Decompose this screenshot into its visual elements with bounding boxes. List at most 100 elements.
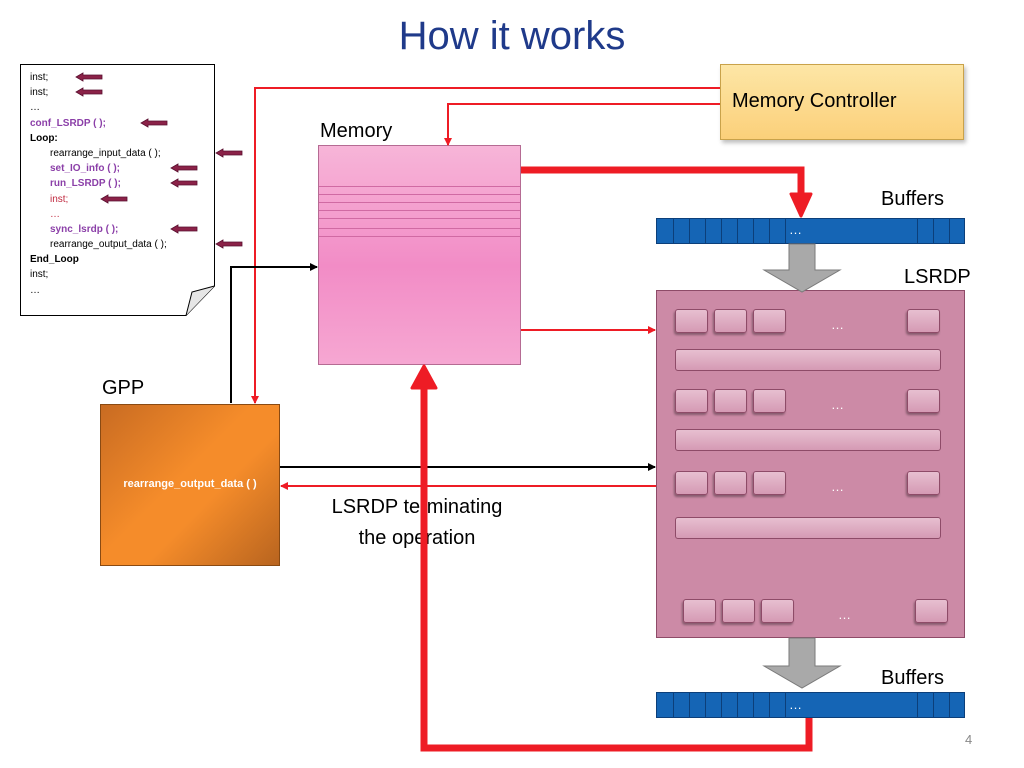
lsrdp-bar: [675, 349, 941, 371]
buffers-bottom-label: Buffers: [881, 667, 944, 689]
buffer-cell: [689, 219, 690, 243]
buffers-bottom-dots: …: [789, 697, 802, 712]
code-pointer-arrow-icon: [75, 87, 103, 97]
buffers-top-label: Buffers: [881, 188, 944, 210]
gpp-label: GPP: [102, 377, 145, 399]
buffer-cell: [721, 219, 722, 243]
code-pointer-arrow-icon: [170, 163, 198, 173]
buffer-cell: [673, 693, 674, 717]
buffer-cell: [769, 219, 770, 243]
code-pointer-arrow-icon: [100, 193, 128, 204]
buffer-cell: [705, 219, 706, 243]
buffer-cell: [933, 693, 934, 717]
memory-label: Memory: [320, 120, 393, 142]
buffer-cell: [949, 219, 950, 243]
lsrdp-cell: [714, 309, 747, 333]
lsrdp-cell: [753, 309, 786, 333]
terminating-label: LSRDP terminating the operation: [312, 492, 522, 554]
code-line: …: [30, 284, 40, 296]
code-pointer-arrow-icon: [170, 178, 198, 189]
mc-to-gpp-line: [251, 87, 720, 404]
lsrdp-cell: [753, 389, 786, 413]
code-pointer-arrow-icon: [215, 148, 243, 158]
lsrdp-cell: [907, 471, 940, 495]
code-line: inst;: [30, 87, 49, 99]
code-line: rearrange_input_data ( );: [50, 147, 161, 159]
buffer-cell: [753, 693, 754, 717]
buffer-cell: [737, 693, 738, 717]
buffer-cell: [785, 693, 786, 717]
code-pointer-arrow-icon: [215, 239, 243, 249]
lsrdp-cell: [714, 471, 747, 495]
buffers-to-memory-thick: [420, 388, 813, 752]
gpp-block: [100, 404, 280, 566]
buffer-cell: [721, 693, 722, 717]
code-line: conf_LSRDP ( );: [30, 117, 106, 129]
lsrdp-cell: [722, 599, 755, 623]
buffer-cell: [917, 219, 918, 243]
lsrdp-row-dots: …: [838, 607, 851, 622]
lsrdp-cell: [675, 471, 708, 495]
buffer-cell: [769, 693, 770, 717]
memory-controller-block: [720, 64, 964, 140]
buffer-cell: [933, 219, 934, 243]
lsrdp-label: LSRDP: [904, 266, 971, 288]
memory-block: [318, 145, 521, 365]
lsrdp-row-dots: …: [831, 317, 844, 332]
code-document-icon: [20, 64, 215, 316]
code-line: inst;: [30, 269, 49, 281]
page-number: 4: [965, 732, 973, 747]
lsrdp-row-dots: …: [831, 479, 844, 494]
code-line: End_Loop: [30, 254, 79, 266]
code-line: rearrange_output_data ( );: [50, 239, 167, 251]
memory-to-buffers-head: [789, 192, 813, 218]
buffer-cell: [689, 693, 690, 717]
lsrdp-cell: [683, 599, 716, 623]
code-pointer-arrow-icon: [140, 117, 168, 128]
lsrdp-cell: [761, 599, 794, 623]
buffer-cell: [785, 219, 786, 243]
lsrdp-to-buffers-arrow: [762, 637, 842, 689]
lsrdp-block: … … … …: [656, 290, 965, 638]
lsrdp-cell: [714, 389, 747, 413]
lsrdp-row-dots: …: [831, 397, 844, 412]
gpp-function-label: rearrange_output_data ( ): [123, 478, 257, 490]
code-line: inst;: [50, 193, 69, 205]
buffers-bottom-bar: [656, 692, 965, 718]
code-line: …: [50, 208, 60, 220]
buffers-to-memory-head: [410, 364, 438, 390]
code-line: …: [30, 102, 40, 114]
lsrdp-cell: [675, 309, 708, 333]
buffers-top-dots: …: [789, 222, 802, 237]
buffer-cell: [705, 693, 706, 717]
gpp-to-memory-line: [230, 263, 318, 403]
lsrdp-bar: [675, 429, 941, 451]
code-listing: inst; inst; … conf_LSRDP ( ); Loop: rearrange…: [30, 70, 243, 298]
buffer-cell: [737, 219, 738, 243]
buffer-cell: [949, 693, 950, 717]
code-line: set_IO_info ( );: [50, 163, 121, 175]
memory-to-buffers-thick: [521, 166, 805, 196]
mc-to-memory-line: [444, 103, 720, 146]
memory-controller-label: Memory Controller: [732, 90, 897, 112]
terminating-line-2: the operation: [358, 527, 476, 549]
lsrdp-cell: [907, 389, 940, 413]
buffers-to-lsrdp-arrow: [762, 243, 842, 293]
buffers-top-bar: [656, 218, 965, 244]
lsrdp-cell: [907, 309, 940, 333]
code-line: sync_lsrdp ( );: [50, 223, 119, 235]
code-line: run_LSRDP ( );: [50, 178, 121, 190]
buffer-cell: [673, 219, 674, 243]
lsrdp-cell: [675, 389, 708, 413]
terminating-line-1: LSRDP terminating: [331, 496, 503, 518]
lsrdp-cell: [915, 599, 948, 623]
buffer-cell: [753, 219, 754, 243]
lsrdp-cell: [753, 471, 786, 495]
lsrdp-bar: [675, 517, 941, 539]
code-line: Loop:: [30, 132, 58, 144]
code-line: inst;: [30, 72, 49, 83]
slide-title: How it works: [398, 14, 626, 58]
code-pointer-arrow-icon: [170, 224, 198, 234]
buffer-cell: [917, 693, 918, 717]
